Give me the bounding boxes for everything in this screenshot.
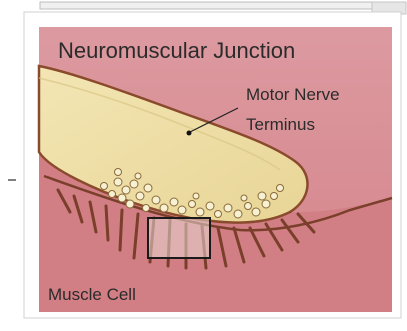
nerve-label-line2: Terminus	[246, 115, 315, 134]
diagram-title: Neuromuscular Junction	[58, 38, 295, 63]
muscle-cell-label: Muscle Cell	[48, 285, 136, 304]
label-pointer-dot	[187, 131, 192, 136]
nerve-label-line1: Motor Nerve	[246, 85, 340, 104]
zoom-highlight-box	[148, 218, 210, 258]
top-paper-edge	[40, 2, 372, 9]
